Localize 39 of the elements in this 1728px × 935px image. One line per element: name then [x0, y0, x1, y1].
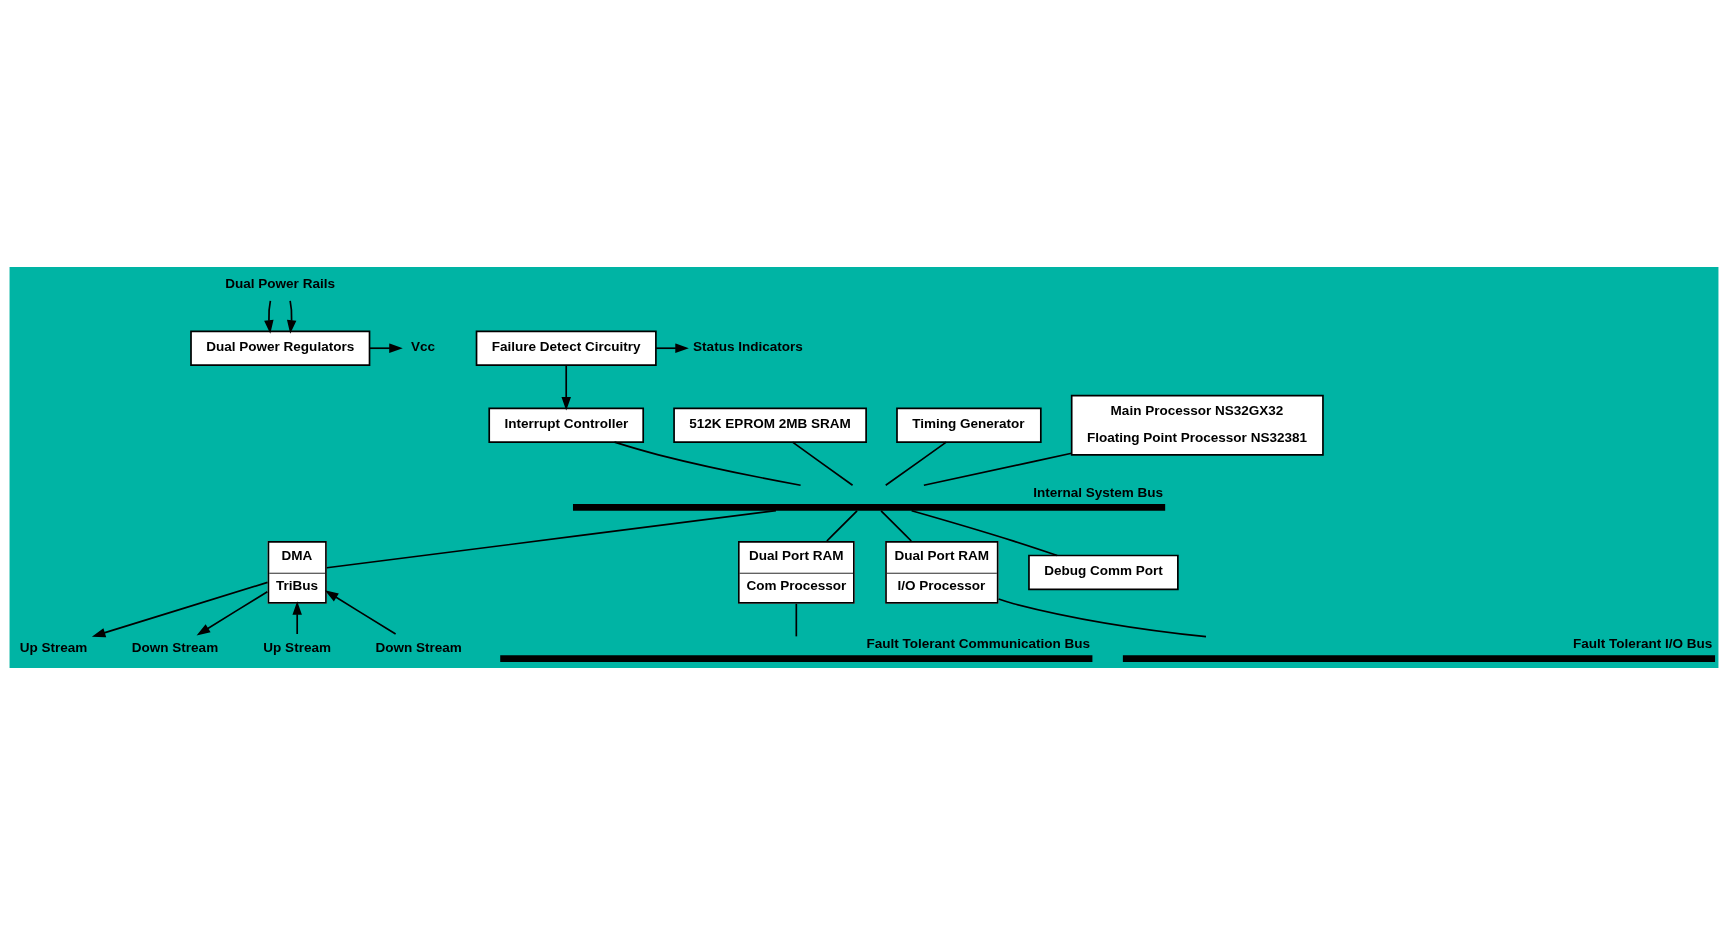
node-box: Timing Generator [896, 407, 1042, 443]
connector [795, 603, 798, 638]
arrow [292, 601, 302, 635]
arrow [264, 300, 274, 334]
connector [826, 509, 858, 542]
connector [910, 509, 1059, 557]
node-label: Fault Tolerant I/O Bus [1572, 636, 1713, 652]
node-label: Internal System Bus [1033, 484, 1164, 500]
node-box: Failure Detect Circuitry [475, 330, 657, 366]
arrow [655, 343, 689, 353]
node-label: Fault Tolerant Communication Bus [866, 636, 1091, 652]
node-text: Dual Power Rails [225, 275, 335, 291]
connector [997, 598, 1207, 638]
connector [326, 509, 777, 569]
arrow [368, 343, 403, 353]
node-text: Down Stream [131, 639, 219, 655]
connector [791, 441, 854, 487]
node-box [500, 655, 1093, 663]
node-text: Up Stream [19, 639, 88, 655]
connector [880, 509, 913, 542]
node-text: Status Indicators [693, 338, 803, 354]
connector [613, 441, 802, 487]
arrow [324, 590, 397, 635]
arrow [286, 300, 297, 334]
arrow [196, 590, 269, 636]
node-box: Main Processor NS32GX32 Floating Point Processor NS32381 [1070, 394, 1324, 456]
arrow [561, 364, 571, 411]
arrow [91, 581, 269, 638]
node-text: Vcc [410, 338, 436, 354]
node-box [573, 503, 1166, 511]
connector [923, 452, 1073, 487]
node-box: Dual Power Regulators [190, 330, 371, 366]
node-text: Up Stream [263, 639, 331, 655]
node-text: Down Stream [375, 639, 462, 655]
node-box: Debug Comm Port [1028, 554, 1179, 591]
node-box [1122, 655, 1716, 663]
node-box: Interrupt Controller [488, 407, 645, 443]
connector [884, 441, 948, 487]
node-box: 512K EPROM 2MB SRAM [673, 407, 867, 443]
